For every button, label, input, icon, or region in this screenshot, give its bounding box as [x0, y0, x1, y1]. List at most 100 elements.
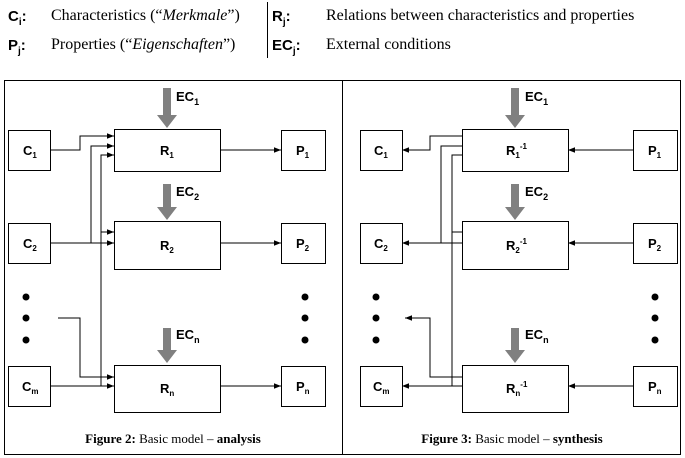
legend-row-1: Ci: Characteristics (“Merkmale”) Rj: Rel…	[0, 6, 685, 32]
p-node	[281, 130, 326, 171]
r-node-label: R1	[160, 143, 174, 160]
legend: Ci: Characteristics (“Merkmale”) Rj: Rel…	[0, 0, 685, 70]
c-node	[8, 366, 51, 407]
analysis-c-nodes	[8, 130, 51, 407]
r-node	[462, 365, 569, 413]
analysis-p-nodes	[281, 130, 326, 407]
connector	[451, 154, 462, 386]
analysis-node-labels: C1 C2 Cm R1 R2 Rn P1 P2 Pn	[22, 143, 310, 398]
r-node-label: R2-1	[506, 237, 528, 255]
legend-row-2: Pj: Properties (“Eigenschaften”) ECj: Ex…	[0, 35, 685, 61]
connector	[405, 315, 462, 378]
ec-label: EC1	[525, 89, 548, 107]
p-node-label: Pn	[648, 379, 662, 396]
ec-arrow	[505, 184, 525, 220]
p-node	[281, 366, 326, 407]
ellipsis-dot	[22, 293, 30, 301]
synthesis-node-labels: C1 C2 Cm R1-1 R2-1 Rn-1 P1 P2 Pn	[373, 142, 662, 398]
ec-arrow	[505, 88, 525, 128]
ellipsis-dot	[651, 336, 659, 344]
analysis-model: EC1 EC2 ECn C1 C2 Cm R1 R2 Rn P	[8, 88, 326, 446]
p-node-label: Pn	[296, 379, 310, 396]
c-node-label: C1	[374, 143, 388, 160]
r-node-label: Rn-1	[506, 380, 528, 398]
analysis-ec-arrows	[157, 88, 177, 363]
c-node-label: C1	[23, 143, 37, 160]
legend-r-text: Relations between characteristics and pr…	[326, 7, 635, 24]
connector	[50, 133, 114, 151]
c-node-label: C2	[374, 236, 388, 253]
ec-label: EC1	[176, 89, 199, 107]
synthesis-r-nodes	[462, 129, 569, 413]
ec-arrow	[157, 88, 177, 128]
ellipsis-dot	[372, 314, 380, 322]
connector	[402, 135, 462, 153]
connector	[58, 317, 114, 380]
synthesis-model: EC1 EC2 ECn C1 C2 Cm R1-1 R2-1 Rn-1	[360, 88, 678, 446]
ellipsis-dot	[372, 336, 380, 344]
ec-label: ECn	[176, 327, 200, 345]
synthesis-connectors	[402, 135, 633, 389]
c-node	[8, 130, 51, 171]
figure-3-caption: Figure 3: Basic model – synthesis	[421, 431, 602, 446]
synthesis-ellipsis	[372, 293, 659, 344]
c-node-label: Cm	[373, 379, 390, 396]
r-node	[462, 221, 569, 270]
ec-arrow	[157, 184, 177, 220]
p-node	[281, 223, 326, 264]
r-node	[462, 129, 569, 172]
synthesis-c-nodes	[360, 130, 403, 407]
connector	[90, 143, 114, 243]
legend-r-symbol: Rj:	[272, 8, 291, 28]
r-node	[114, 365, 221, 413]
ec-arrow	[505, 328, 525, 363]
connector	[440, 145, 462, 243]
legend-p-text: Properties (“Eigenschaften”)	[51, 36, 236, 53]
c-node	[360, 130, 403, 171]
ec-arrow	[157, 328, 177, 363]
ellipsis-dot	[301, 314, 309, 322]
legend-c-text: Characteristics (“Merkmale”)	[51, 7, 240, 24]
ellipsis-dot	[22, 336, 30, 344]
legend-ec-symbol: ECj:	[272, 37, 301, 57]
ec-label: EC2	[176, 184, 199, 202]
p-node-label: P2	[648, 236, 662, 253]
analysis-ellipsis	[22, 293, 309, 344]
p-node	[633, 130, 678, 171]
ellipsis-dot	[372, 293, 380, 301]
r-node-label: R1-1	[506, 142, 528, 160]
r-node	[114, 221, 221, 270]
r-node	[114, 129, 221, 172]
ellipsis-dot	[301, 293, 309, 301]
analysis-connectors	[50, 133, 281, 389]
analysis-ec-labels: EC1 EC2 ECn	[176, 89, 200, 345]
ellipsis-dot	[301, 336, 309, 344]
ellipsis-dot	[651, 314, 659, 322]
p-node-label: P2	[296, 236, 310, 253]
synthesis-p-nodes	[633, 130, 678, 407]
r-node-label: Rn	[160, 381, 174, 398]
figure-2-caption: Figure 2: Basic model – analysis	[85, 431, 261, 446]
p-node-label: P1	[296, 143, 310, 160]
p-node	[633, 366, 678, 407]
c-node-label: Cm	[22, 379, 39, 396]
legend-divider	[267, 2, 268, 58]
synthesis-ec-labels: EC1 EC2 ECn	[525, 89, 549, 345]
p-node	[633, 223, 678, 264]
p-node-label: P1	[648, 143, 662, 160]
r-node-label: R2	[160, 238, 174, 255]
ellipsis-dot	[651, 293, 659, 301]
ec-label: ECn	[525, 327, 549, 345]
ec-label: EC2	[525, 184, 548, 202]
synthesis-panel	[342, 80, 681, 455]
c-node-label: C2	[23, 236, 37, 253]
synthesis-ec-arrows	[505, 88, 525, 363]
legend-p-symbol: Pj:	[8, 37, 26, 57]
legend-c-symbol: Ci:	[8, 8, 27, 28]
c-node	[360, 223, 403, 264]
analysis-r-nodes	[114, 129, 221, 413]
connector	[100, 152, 114, 386]
ellipsis-dot	[22, 314, 30, 322]
c-node	[360, 366, 403, 407]
